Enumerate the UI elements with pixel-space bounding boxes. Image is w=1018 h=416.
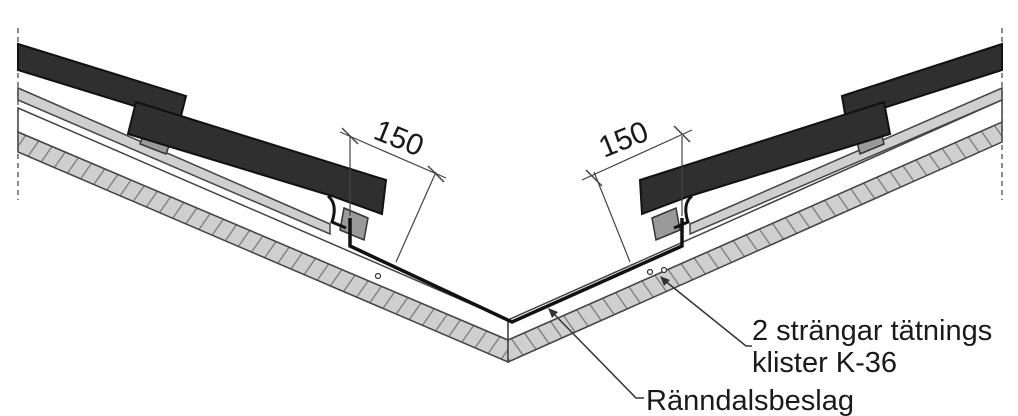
- left-dim-tick-1: [341, 127, 359, 145]
- right-dim-tick-1: [585, 169, 603, 187]
- valley-flashing-label: Ränndalsbeslag: [646, 385, 854, 416]
- left-dim-extension-2: [395, 171, 437, 263]
- right-batten-2: [651, 206, 681, 242]
- right-upper-tile: [840, 42, 1003, 122]
- right-dim-extension-2: [593, 171, 631, 263]
- sealant-bead-right-2: [660, 266, 668, 274]
- valley-flashing: [348, 218, 684, 324]
- sealant-leader: [663, 279, 752, 347]
- left-dim-tick-2: [427, 165, 445, 183]
- sealant-bead-right-1: [646, 268, 654, 276]
- left-roof-board: [17, 86, 331, 236]
- right-dimension-label: 150: [594, 115, 653, 164]
- left-batten-2: [339, 206, 369, 242]
- left-tile-nib: [326, 194, 347, 230]
- left-dim-line: [339, 131, 447, 179]
- flashing-leader-arrow: [548, 308, 558, 318]
- sealant-label-line-2: klister K-36: [752, 347, 897, 379]
- left-lower-tile: [126, 100, 388, 216]
- sealant-leader-arrow: [660, 276, 670, 286]
- sealant-bead-left: [374, 272, 382, 280]
- right-dim-tick-2: [673, 125, 691, 143]
- right-dim-line: [581, 129, 693, 181]
- right-tile-nib: [673, 194, 694, 230]
- left-dimension-label: 150: [369, 114, 428, 163]
- right-underlay: [507, 98, 1003, 342]
- flashing-leader: [551, 311, 644, 399]
- right-roof-board: [689, 86, 1003, 236]
- sealant-label-line-1: 2 strängar tätnings: [752, 315, 992, 347]
- right-lower-tile: [638, 100, 892, 216]
